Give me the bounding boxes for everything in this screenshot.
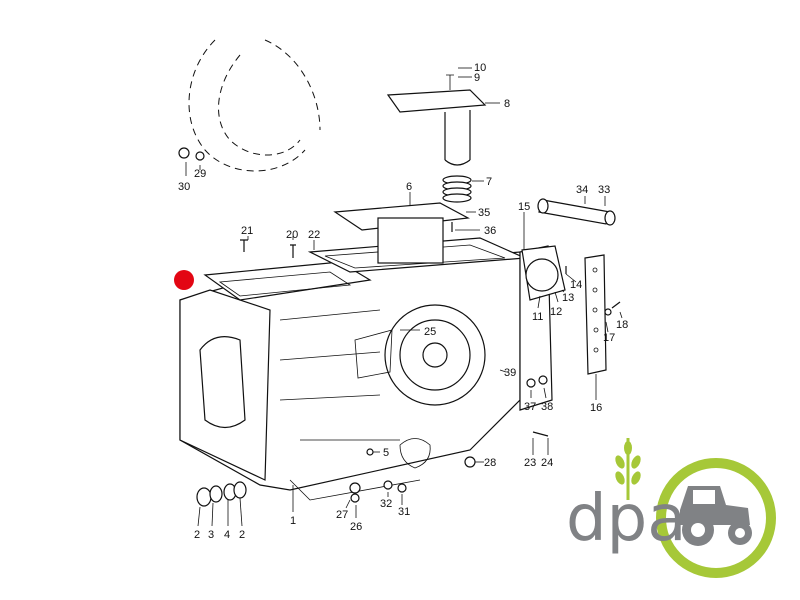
part-label: 8 <box>504 98 510 110</box>
part-label: 31 <box>398 506 410 518</box>
part-label: 3 <box>208 529 214 541</box>
logo-text: dpa <box>566 482 686 556</box>
part-labels: 10 9 8 7 6 35 36 34 33 15 30 29 21 20 22… <box>178 62 628 541</box>
dpa-logo: dpa <box>566 438 776 578</box>
part-label: 22 <box>308 229 320 241</box>
part-label: 28 <box>484 457 496 469</box>
flywheel-outline <box>188 39 321 172</box>
part-label: 6 <box>406 181 412 193</box>
part-label: 36 <box>484 225 496 237</box>
part-label: 20 <box>286 229 298 241</box>
top-gasket <box>333 202 470 231</box>
spring <box>442 175 472 203</box>
part-label: 35 <box>478 207 490 219</box>
part-label: 34 <box>576 184 588 196</box>
part-label: 25 <box>424 326 436 338</box>
part-label: 1 <box>290 515 296 527</box>
part-label: 29 <box>194 168 206 180</box>
wheat-icon <box>615 438 641 500</box>
part-label: 17 <box>603 332 615 344</box>
part-label: 33 <box>598 184 610 196</box>
part-label: 30 <box>178 181 190 193</box>
part-label: 4 <box>224 529 230 541</box>
part-label: 27 <box>336 509 348 521</box>
part-label: 10 <box>474 62 486 74</box>
transmission-housing <box>179 217 553 501</box>
hotspot-marker[interactable] <box>174 270 194 290</box>
part-label: 2 <box>239 529 245 541</box>
part-label: 38 <box>541 401 553 413</box>
part-label: 16 <box>590 402 602 414</box>
part-label: 11 <box>532 311 543 323</box>
tractor-icon <box>680 486 752 546</box>
part-label: 14 <box>570 279 582 291</box>
bearing-cover <box>521 245 566 301</box>
part-label: 18 <box>616 319 628 331</box>
cover-plate <box>386 74 487 166</box>
leader-lines <box>185 67 623 527</box>
part-label: 21 <box>241 225 253 237</box>
part-label: 7 <box>486 176 492 188</box>
part-label: 32 <box>380 498 392 510</box>
part-label: 26 <box>350 521 362 533</box>
part-label: 24 <box>541 457 553 469</box>
part-label: 37 <box>524 401 536 413</box>
logo-ring <box>656 458 776 578</box>
shaft <box>537 198 616 226</box>
part-label: 5 <box>383 447 389 459</box>
part-label: 15 <box>518 201 530 213</box>
part-label: 9 <box>474 72 480 84</box>
part-label: 2 <box>194 529 200 541</box>
part-label: 12 <box>550 306 562 318</box>
part-label: 13 <box>562 292 574 304</box>
part-label: 23 <box>524 457 536 469</box>
side-strip <box>584 254 607 375</box>
part-label: 39 <box>504 367 516 379</box>
